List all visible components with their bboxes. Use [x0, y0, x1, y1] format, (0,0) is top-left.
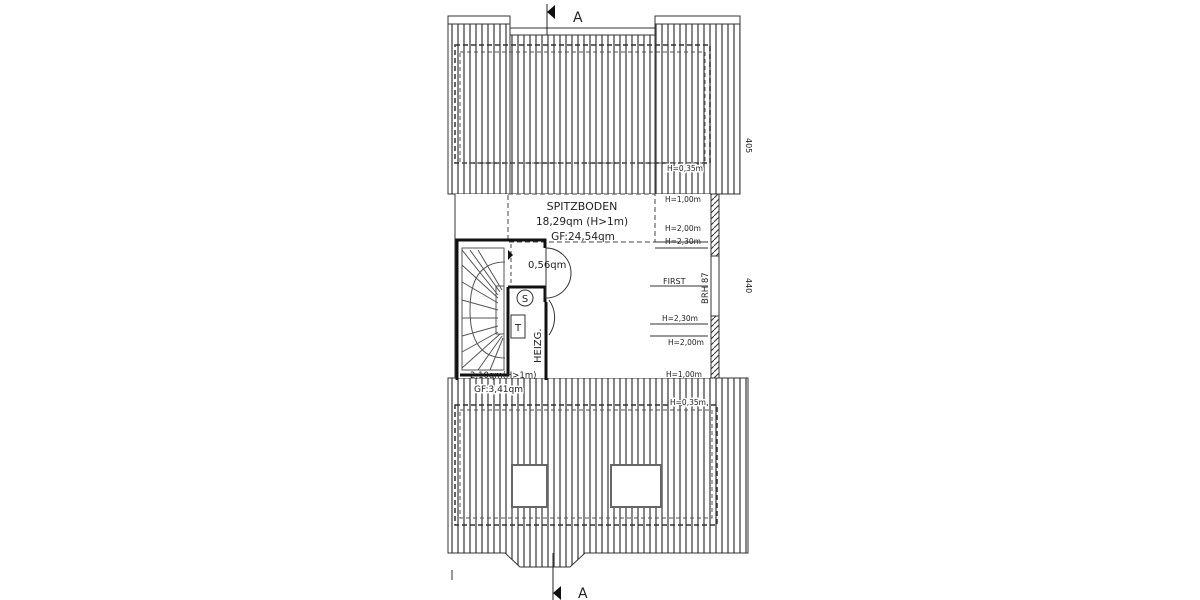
- room-gross-area: GF:24,54qm: [551, 231, 615, 243]
- stair-gross-area: GF:3,41qm: [474, 385, 523, 395]
- height-label: H=1,00m: [666, 370, 702, 379]
- dimension-label: 440: [744, 278, 753, 293]
- height-label: H=1,00m: [665, 195, 701, 204]
- svg-text:A: A: [573, 10, 583, 26]
- attic-room: [454, 193, 720, 380]
- section-marker-top: A: [546, 4, 583, 35]
- closet-area: 0,56qm: [528, 260, 566, 271]
- room-area: 18,29qm (H>1m): [536, 216, 628, 228]
- bottom-roof: [447, 377, 749, 568]
- skylight: [610, 464, 662, 508]
- stair-area: 2,10qm(H>1m): [470, 371, 536, 381]
- staircase: [461, 249, 506, 371]
- height-label: H=2,00m: [668, 338, 704, 347]
- symbol-s: S: [522, 294, 528, 305]
- height-label: H=2,30m: [662, 314, 698, 323]
- section-marker-bottom: A: [552, 553, 588, 600]
- ridge-label: FIRST: [663, 277, 686, 286]
- heating-label: HEIZG.: [533, 328, 544, 363]
- height-label: H=0,35m: [670, 398, 706, 407]
- height-label: H=2,00m: [665, 224, 701, 233]
- dimension-label: 405: [744, 138, 753, 153]
- height-label: H=2,30m: [665, 237, 701, 246]
- labels: SPITZBODEN 18,29qm (H>1m) GF:24,54qm 0,5…: [470, 138, 753, 409]
- top-roof: [447, 15, 741, 195]
- parapet-label: BRH 87: [701, 272, 711, 304]
- room-name: SPITZBODEN: [547, 200, 618, 213]
- symbol-t: T: [514, 323, 522, 334]
- height-label: H=0,35m: [667, 164, 703, 173]
- svg-text:A: A: [578, 586, 588, 600]
- skylight: [511, 464, 548, 508]
